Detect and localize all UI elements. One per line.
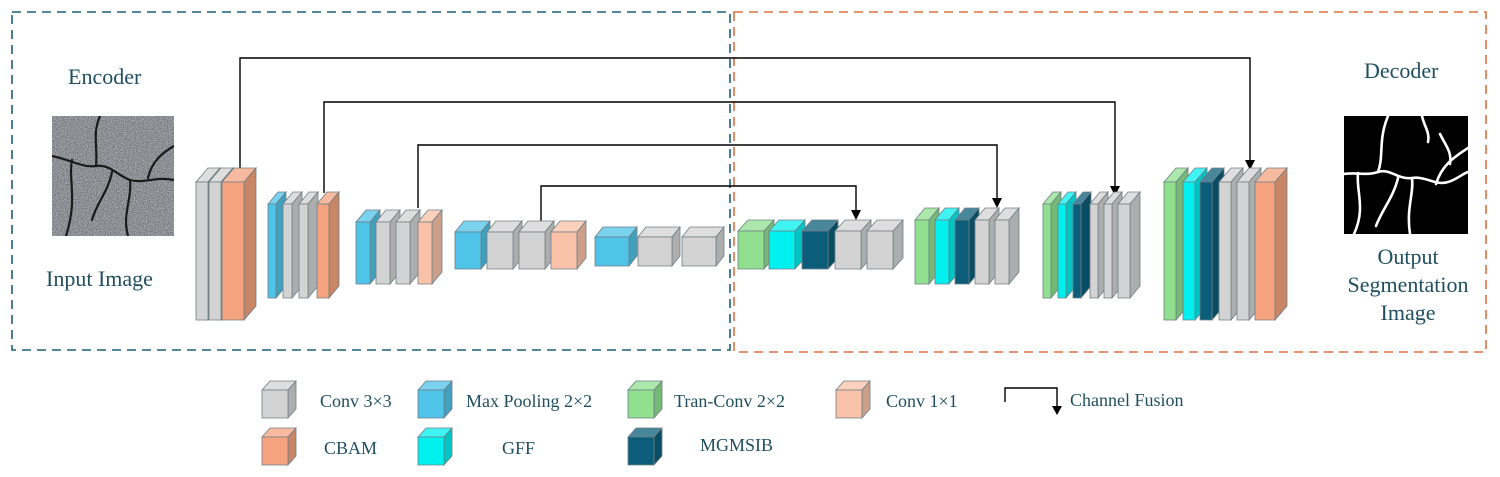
legend-icon-cbam — [261, 426, 297, 467]
legend-icon-tranconv — [627, 379, 663, 420]
legend-label-cbam: CBAM — [324, 438, 378, 458]
encoder-region — [11, 11, 731, 351]
dec1-conv3-a — [834, 218, 872, 271]
legend-icons — [261, 379, 871, 467]
enc4-conv3-b — [518, 219, 555, 271]
dec1-conv3-b — [866, 218, 904, 271]
legend-label-mgmsib: MGMSIB — [700, 435, 774, 455]
output-label-line2: Segmentation — [1347, 272, 1469, 297]
dec1-mgmsib — [801, 218, 839, 271]
bottleneck-conv3-a — [637, 225, 681, 268]
network-blocks — [195, 166, 1288, 322]
enc3-conv1 — [417, 208, 443, 286]
input-image — [52, 116, 174, 236]
decoder-title: Decoder — [1364, 58, 1439, 83]
skip-connection-2 — [323, 101, 1116, 193]
output-label-line3: Image — [1380, 300, 1436, 325]
legend-icon-conv3 — [261, 379, 297, 420]
bottleneck-conv3-b — [681, 225, 725, 268]
encoder-title: Encoder — [68, 64, 142, 89]
dec2-conv3-b — [994, 206, 1020, 286]
legend-icon-mgmsib — [627, 426, 663, 467]
enc4-maxpool — [454, 219, 491, 271]
skip-connection-1 — [239, 57, 1251, 168]
legend-label-fusion: Channel Fusion — [1070, 390, 1184, 410]
enc1-cbam — [221, 166, 257, 322]
bottleneck-maxpool — [594, 225, 638, 268]
enc4-conv3-a — [486, 219, 523, 271]
legend-icon-maxpool — [417, 379, 453, 420]
skip-connection-3 — [417, 144, 998, 208]
legend-icon-gff — [417, 426, 453, 467]
legend-label-gff: GFF — [502, 438, 536, 458]
channel-fusion-icon — [1004, 387, 1058, 408]
legend-label-maxpool: Max Pooling 2×2 — [466, 391, 593, 411]
dec4-cbam — [1254, 166, 1288, 322]
enc3-conv3-b — [395, 208, 421, 286]
dec3-conv3-c — [1117, 190, 1141, 300]
enc2-conv3-b — [298, 190, 319, 300]
skip-connection-4 — [540, 185, 857, 222]
dec3-mgmsib — [1072, 190, 1092, 300]
dec1-gff — [768, 218, 806, 271]
output-segmentation-image — [1344, 116, 1468, 234]
skip-arrowheads — [851, 160, 1255, 220]
decoder-region — [733, 11, 1487, 353]
channel-fusion-arrowhead — [1052, 406, 1062, 415]
legend-label-conv1: Conv 1×1 — [886, 391, 958, 411]
skip-connections — [239, 57, 1251, 222]
input-image-label: Input Image — [46, 266, 153, 291]
enc4-conv1 — [550, 219, 587, 271]
enc2-cbam — [316, 190, 340, 300]
output-label-line1: Output — [1377, 244, 1439, 269]
legend-label-conv3: Conv 3×3 — [320, 391, 392, 411]
legend-icon-conv1 — [835, 379, 871, 420]
legend-label-tranconv: Tran-Conv 2×2 — [674, 391, 785, 411]
